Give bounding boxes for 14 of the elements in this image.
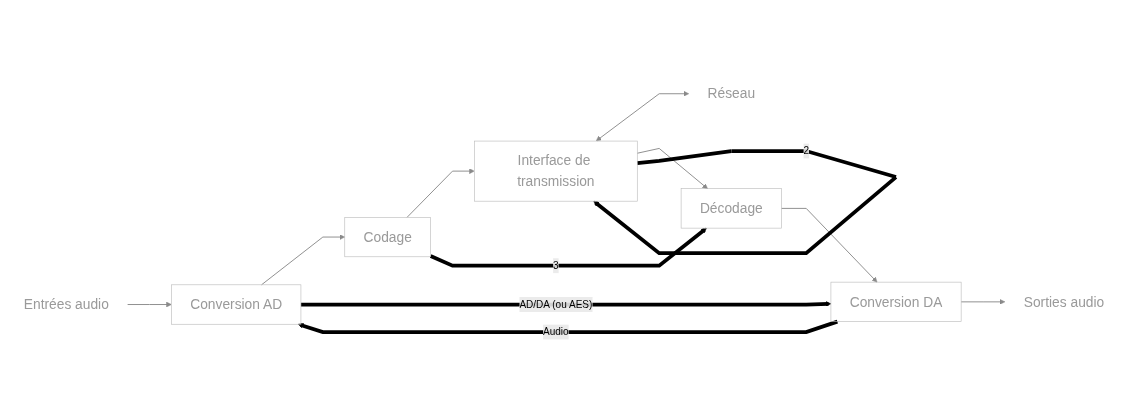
arrow bbox=[298, 320, 838, 335]
node-box: Codage bbox=[344, 217, 431, 258]
node-box: Interface de transmission bbox=[474, 140, 638, 202]
node-text: Sorties audio bbox=[1023, 294, 1105, 310]
edge-label: AD/DA (ou AES) bbox=[519, 299, 593, 310]
node-box: Décodage bbox=[680, 188, 782, 229]
node-box: Conversion DA bbox=[830, 282, 962, 323]
edge-label: 2 bbox=[803, 145, 809, 157]
edge-label: 3 bbox=[553, 260, 559, 271]
node-text: Entrées audio bbox=[23, 296, 109, 313]
node-box: Conversion AD bbox=[171, 284, 302, 325]
edge-label: Audio bbox=[543, 326, 569, 338]
arrow bbox=[429, 228, 707, 268]
node-text: Réseau bbox=[707, 86, 756, 102]
